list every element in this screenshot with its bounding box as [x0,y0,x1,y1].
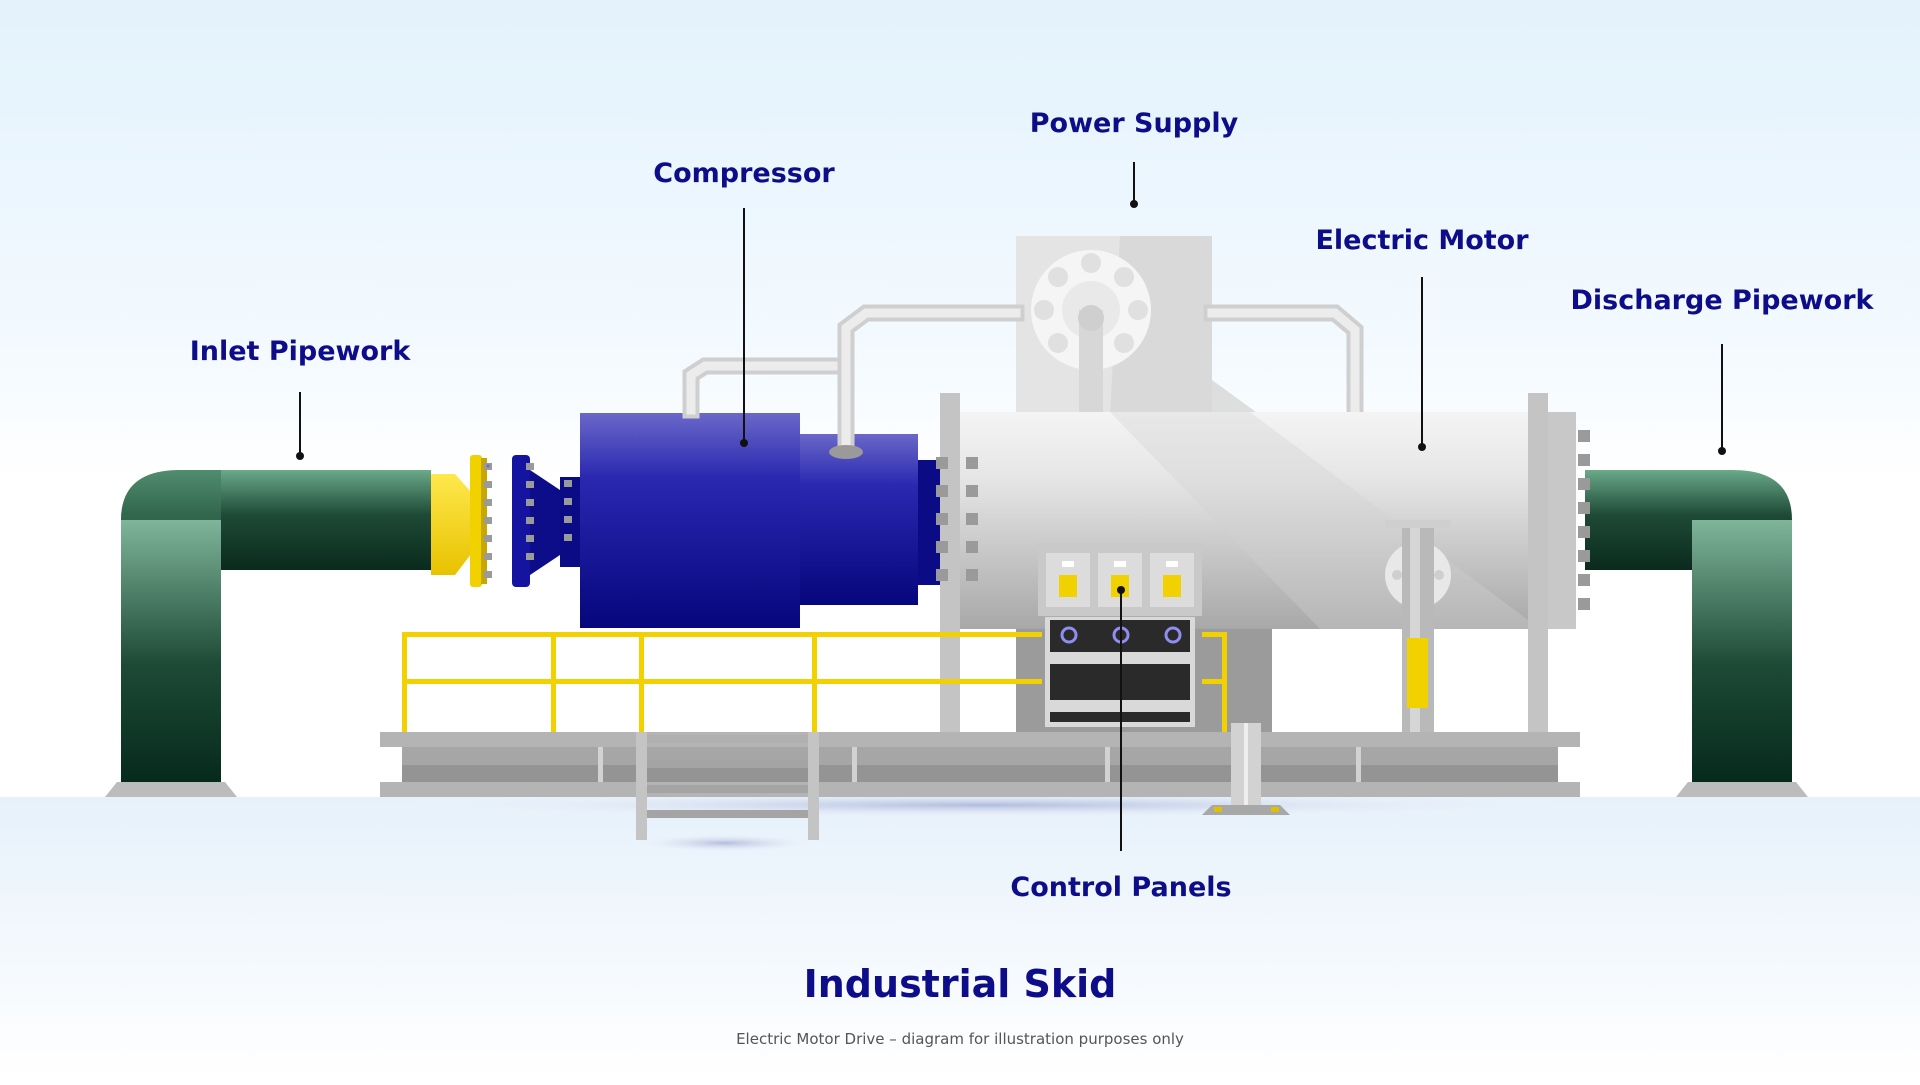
coupling [431,455,580,587]
diagram-title: Industrial Skid [803,962,1117,1006]
label-power-supply: Power Supply [1029,108,1239,139]
anchor-dot-motor [1418,443,1426,451]
power-supply-unit [1016,236,1260,459]
stairs-shadow [625,833,825,853]
anchor-dot-inlet [296,452,304,460]
discharge-pipework [1585,470,1808,797]
safety-railing [402,632,1227,732]
pipe-nozzle [829,445,863,459]
access-stairs [636,732,819,840]
leader-lines [299,162,1723,851]
motor-frame [940,393,1548,738]
label-electric-motor: Electric Motor [1315,225,1529,256]
label-compressor: Compressor [653,158,835,189]
label-inlet-pipework: Inlet Pipework [189,336,411,367]
anchor-dot-compressor [740,439,748,447]
anchor-dot-control-panels [1117,586,1125,594]
support-post [1202,723,1290,815]
pressure-gauge-column [1385,520,1451,732]
diagram-subtitle: Electric Motor Drive – diagram for illus… [736,1030,1184,1048]
base-skid [380,732,1580,797]
ground-plane [0,797,1920,1080]
compressor-body [580,413,940,628]
label-discharge-pipework: Discharge Pipework [1570,285,1874,316]
anchor-dot-discharge [1718,447,1726,455]
inlet-pipework [105,470,431,797]
anchor-dot-power-supply [1130,200,1138,208]
cooling-piping [682,304,1364,457]
label-control-panels: Control Panels [1010,872,1232,903]
